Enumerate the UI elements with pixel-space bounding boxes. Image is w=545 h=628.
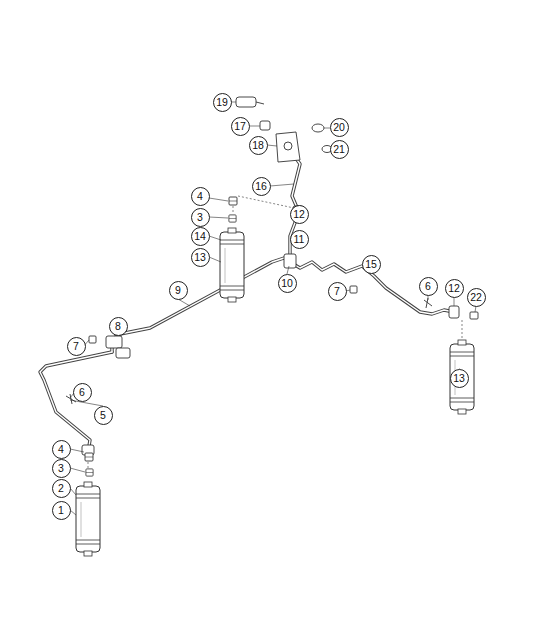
callout-number: 10 [278, 274, 297, 293]
callout-number: 2 [52, 479, 71, 498]
callout-number: 3 [52, 459, 71, 478]
callout-number: 18 [249, 136, 268, 155]
callout-number: 3 [191, 208, 210, 227]
callout-number: 5 [94, 406, 113, 425]
callout-number: 12 [290, 205, 309, 224]
callout-number: 9 [169, 281, 188, 300]
callout-number: 13 [191, 248, 210, 267]
callout-number: 4 [191, 187, 210, 206]
callout-number: 13 [450, 369, 469, 388]
callout-number: 20 [330, 118, 349, 137]
callout-number: 6 [73, 383, 92, 402]
callout-number: 14 [191, 227, 210, 246]
callout-number: 7 [67, 337, 86, 356]
callout-number: 11 [290, 230, 309, 249]
callout-number: 8 [109, 317, 128, 336]
callout-number: 1 [52, 501, 71, 520]
callout-number: 16 [252, 177, 271, 196]
callout-number: 6 [419, 277, 438, 296]
callout-number: 7 [328, 282, 347, 301]
callout-number: 4 [52, 440, 71, 459]
callout-number: 12 [445, 279, 464, 298]
callout-number: 19 [213, 93, 232, 112]
callout-number: 17 [231, 117, 250, 136]
callout-number: 15 [362, 255, 381, 274]
callout-number: 22 [467, 288, 486, 307]
callout-number: 21 [330, 140, 349, 159]
